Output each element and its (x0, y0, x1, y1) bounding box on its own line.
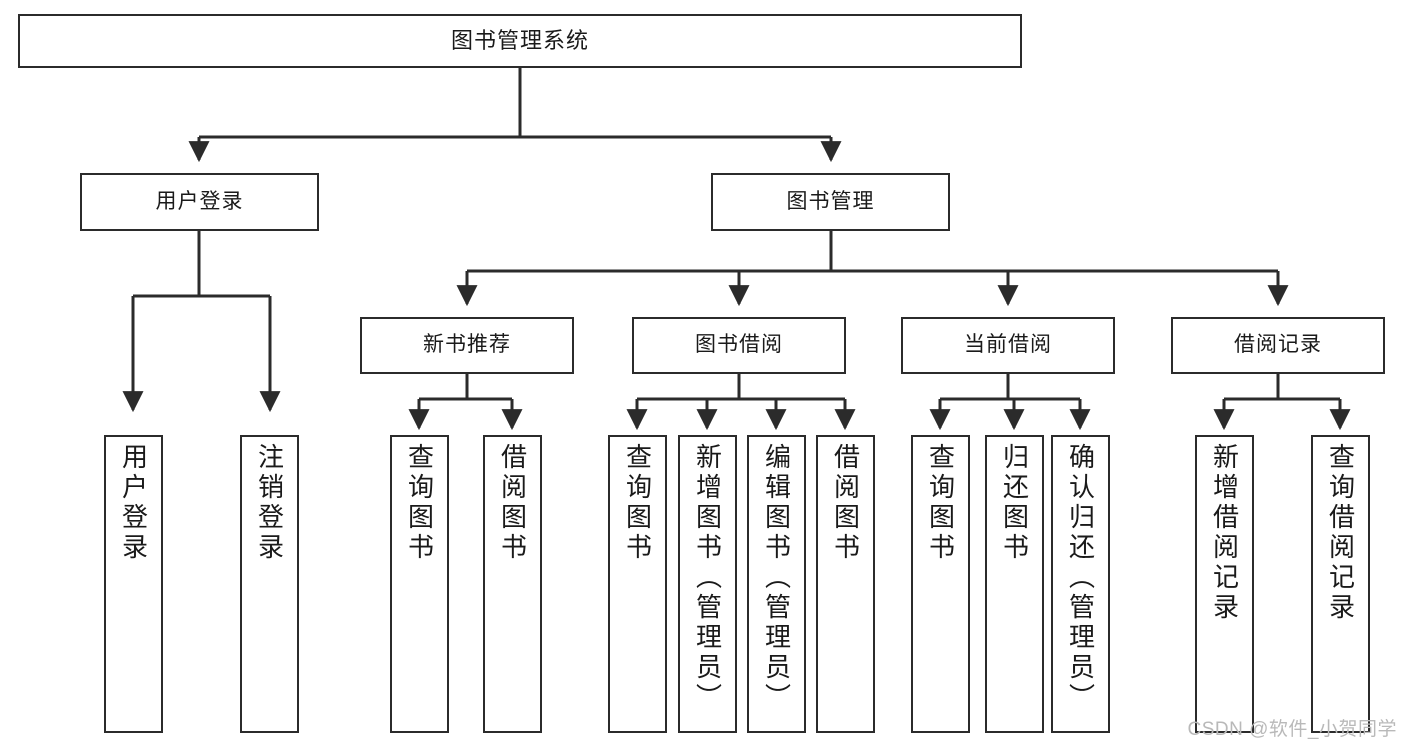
node-leaf-add-book[interactable]: 新增图书（管理员） (678, 435, 737, 733)
node-user-login-label: 用户登录 (155, 189, 244, 213)
node-book-borrow[interactable]: 图书借阅 (632, 317, 846, 374)
node-leaf-query-record-label: 查询借阅记录 (1325, 443, 1356, 623)
node-leaf-logout-login-label: 注销登录 (254, 443, 285, 563)
node-leaf-edit-book[interactable]: 编辑图书（管理员） (747, 435, 806, 733)
node-leaf-return-book[interactable]: 归还图书 (985, 435, 1044, 733)
node-leaf-query-book-1[interactable]: 查询图书 (390, 435, 449, 733)
node-book-manage-label: 图书管理 (786, 189, 875, 213)
node-leaf-add-book-label: 新增图书（管理员） (692, 443, 723, 713)
node-leaf-add-record-label: 新增借阅记录 (1209, 443, 1240, 623)
node-leaf-user-login[interactable]: 用户登录 (104, 435, 163, 733)
node-new-book-recommend-label: 新书推荐 (423, 333, 511, 357)
node-book-manage[interactable]: 图书管理 (711, 173, 950, 231)
node-root-label: 图书管理系统 (450, 28, 589, 54)
node-leaf-query-book-2-label: 查询图书 (622, 443, 653, 563)
node-leaf-query-book-3[interactable]: 查询图书 (911, 435, 970, 733)
node-borrow-record[interactable]: 借阅记录 (1171, 317, 1385, 374)
node-user-login[interactable]: 用户登录 (80, 173, 319, 231)
node-new-book-recommend[interactable]: 新书推荐 (360, 317, 574, 374)
node-leaf-borrow-book-1[interactable]: 借阅图书 (483, 435, 542, 733)
node-leaf-confirm-return-label: 确认归还（管理员） (1065, 443, 1096, 713)
node-leaf-query-book-2[interactable]: 查询图书 (608, 435, 667, 733)
node-leaf-return-book-label: 归还图书 (999, 443, 1030, 563)
node-current-borrow[interactable]: 当前借阅 (901, 317, 1115, 374)
node-root[interactable]: 图书管理系统 (18, 14, 1022, 68)
node-current-borrow-label: 当前借阅 (964, 333, 1052, 357)
node-leaf-borrow-book-1-label: 借阅图书 (497, 443, 528, 563)
node-book-borrow-label: 图书借阅 (695, 333, 783, 357)
node-leaf-query-book-1-label: 查询图书 (404, 443, 435, 563)
node-leaf-logout-login[interactable]: 注销登录 (240, 435, 299, 733)
node-borrow-record-label: 借阅记录 (1234, 333, 1322, 357)
node-leaf-confirm-return[interactable]: 确认归还（管理员） (1051, 435, 1110, 733)
node-leaf-query-record[interactable]: 查询借阅记录 (1311, 435, 1370, 733)
node-leaf-borrow-book-2[interactable]: 借阅图书 (816, 435, 875, 733)
watermark: CSDN @软件_小贺同学 (1187, 719, 1397, 740)
node-leaf-user-login-label: 用户登录 (118, 443, 149, 563)
node-leaf-edit-book-label: 编辑图书（管理员） (761, 443, 792, 713)
node-leaf-add-record[interactable]: 新增借阅记录 (1195, 435, 1254, 733)
node-leaf-borrow-book-2-label: 借阅图书 (830, 443, 861, 563)
node-leaf-query-book-3-label: 查询图书 (925, 443, 956, 563)
